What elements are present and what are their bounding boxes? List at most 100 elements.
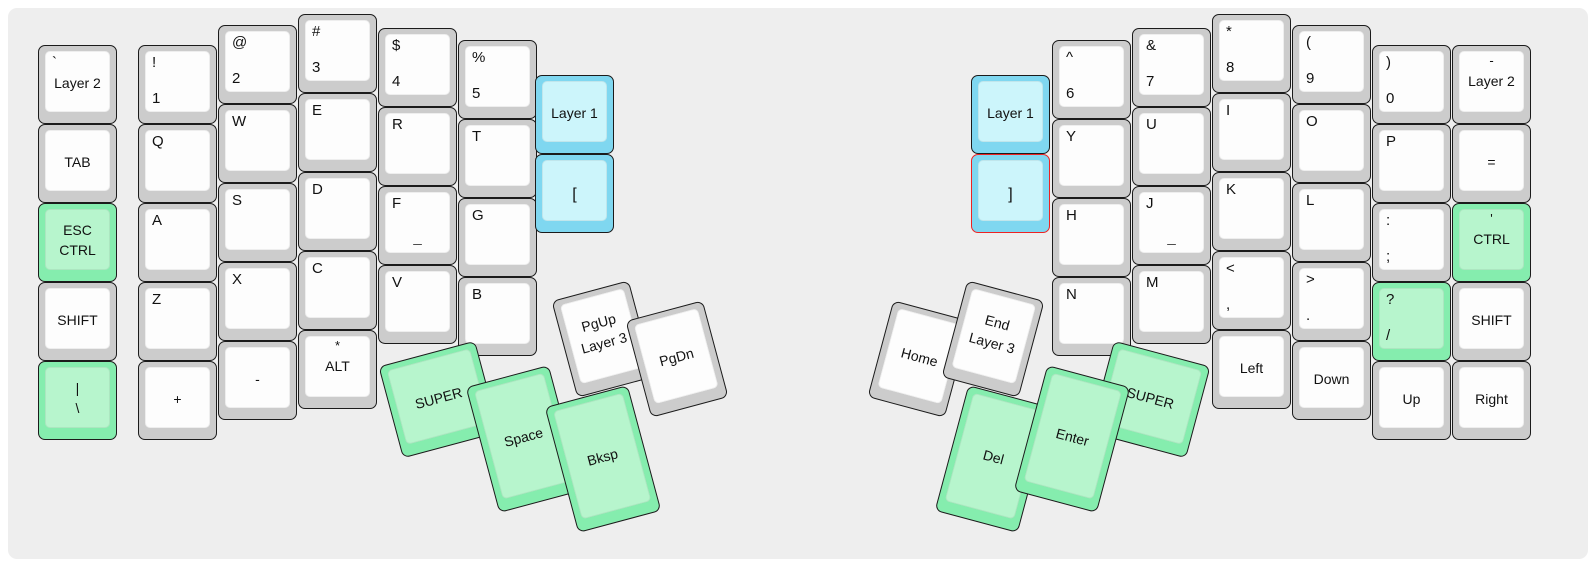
key-b[interactable]: B: [458, 277, 537, 356]
key-right-arrow[interactable]: Right: [1452, 361, 1531, 440]
key-grave-layer2[interactable]: `Layer 2: [38, 45, 117, 124]
key-equals[interactable]: =: [1452, 124, 1531, 203]
key-layer1-right[interactable]: Layer 1: [971, 75, 1050, 154]
key-i[interactable]: I: [1212, 93, 1291, 172]
keycap-f: [385, 192, 450, 253]
key-j[interactable]: J_: [1132, 186, 1211, 265]
key-caret-6[interactable]: ^6: [1052, 40, 1131, 119]
key-enter[interactable]: Enter: [1013, 365, 1131, 513]
key-colon-semicolon[interactable]: :;: [1372, 203, 1451, 282]
key-minus-layer2[interactable]: -Layer 2: [1452, 45, 1531, 124]
key-layer1-left[interactable]: Layer 1: [535, 75, 614, 154]
key-dollar-4[interactable]: $4: [378, 28, 457, 107]
keycap-t: [465, 125, 530, 186]
key-bracket-right[interactable]: ]: [971, 154, 1050, 233]
key-asterisk-alt[interactable]: *ALT: [298, 330, 377, 409]
key-a[interactable]: A: [138, 203, 217, 282]
key-paren-9[interactable]: (9: [1292, 25, 1371, 104]
key-bracket-left[interactable]: [: [535, 154, 614, 233]
keycap-z: [145, 288, 210, 349]
key-p[interactable]: P: [1372, 124, 1451, 203]
key-r[interactable]: R: [378, 107, 457, 186]
key-bksp[interactable]: Bksp: [544, 385, 662, 533]
keycap-p: [1379, 130, 1444, 191]
key-pipe-backslash[interactable]: |\: [38, 361, 117, 440]
keycap-enter: [1023, 372, 1123, 500]
keycap-left-arrow: [1219, 336, 1284, 397]
key-percent-5[interactable]: %5: [458, 40, 537, 119]
key-ampersand-7[interactable]: &7: [1132, 28, 1211, 107]
key-v[interactable]: V: [378, 265, 457, 344]
keycap-down-arrow: [1299, 347, 1364, 408]
key-paren-close-0[interactable]: )0: [1372, 45, 1451, 124]
key-f[interactable]: F_: [378, 186, 457, 265]
keycap-a: [145, 209, 210, 270]
keycap-equals: [1459, 130, 1524, 191]
key-k[interactable]: K: [1212, 172, 1291, 251]
key-h[interactable]: H: [1052, 198, 1131, 277]
keycap-ampersand-7: [1139, 34, 1204, 95]
keycap-dollar-4: [385, 34, 450, 95]
key-s[interactable]: S: [218, 183, 297, 262]
key-greater-period[interactable]: >.: [1292, 262, 1371, 341]
keycap-i: [1219, 99, 1284, 160]
keycap-caret-6: [1059, 46, 1124, 107]
keycap-plus: [145, 367, 210, 428]
key-z[interactable]: Z: [138, 282, 217, 361]
keycap-bksp: [552, 392, 652, 520]
keycap-exclaim-1: [145, 51, 210, 112]
key-o[interactable]: O: [1292, 104, 1371, 183]
keycap-r: [385, 113, 450, 174]
keycap-up-arrow: [1379, 367, 1444, 428]
key-u[interactable]: U: [1132, 107, 1211, 186]
key-x[interactable]: X: [218, 262, 297, 341]
key-shift-left[interactable]: SHIFT: [38, 282, 117, 361]
key-t[interactable]: T: [458, 119, 537, 198]
key-w[interactable]: W: [218, 104, 297, 183]
key-c[interactable]: C: [298, 251, 377, 330]
keycap-grave-layer2: [45, 51, 110, 112]
keycap-minus: [225, 347, 290, 408]
key-hash-3[interactable]: #3: [298, 14, 377, 93]
key-exclaim-1[interactable]: !1: [138, 45, 217, 124]
key-m[interactable]: M: [1132, 265, 1211, 344]
keycap-h: [1059, 204, 1124, 265]
key-q[interactable]: Q: [138, 124, 217, 203]
keycap-pipe-backslash: [45, 367, 110, 428]
key-l[interactable]: L: [1292, 183, 1371, 262]
key-pgdn[interactable]: PgDn: [625, 300, 729, 418]
key-at-2[interactable]: @2: [218, 25, 297, 104]
keycap-w: [225, 110, 290, 171]
key-g[interactable]: G: [458, 198, 537, 277]
keycap-asterisk-8: [1219, 20, 1284, 81]
key-plus[interactable]: +: [138, 361, 217, 440]
keycap-paren-9: [1299, 31, 1364, 92]
key-question-slash[interactable]: ?/: [1372, 282, 1451, 361]
key-minus[interactable]: -: [218, 341, 297, 420]
keycap-u: [1139, 113, 1204, 174]
key-asterisk-8[interactable]: *8: [1212, 14, 1291, 93]
key-less-comma[interactable]: <,: [1212, 251, 1291, 330]
key-left-arrow[interactable]: Left: [1212, 330, 1291, 409]
keycap-q: [145, 130, 210, 191]
key-tab[interactable]: TAB: [38, 124, 117, 203]
keycap-s: [225, 189, 290, 250]
key-y[interactable]: Y: [1052, 119, 1131, 198]
key-down-arrow[interactable]: Down: [1292, 341, 1371, 420]
keycap-shift-left: [45, 288, 110, 349]
keycap-y: [1059, 125, 1124, 186]
keycap-layer1-right: [978, 81, 1043, 142]
keycap-asterisk-alt: [305, 336, 370, 397]
key-up-arrow[interactable]: Up: [1372, 361, 1451, 440]
keycap-m: [1139, 271, 1204, 332]
keycap-k: [1219, 178, 1284, 239]
key-e[interactable]: E: [298, 93, 377, 172]
key-quote-ctrl[interactable]: 'CTRL: [1452, 203, 1531, 282]
key-shift-right[interactable]: SHIFT: [1452, 282, 1531, 361]
keycap-paren-close-0: [1379, 51, 1444, 112]
key-d[interactable]: D: [298, 172, 377, 251]
